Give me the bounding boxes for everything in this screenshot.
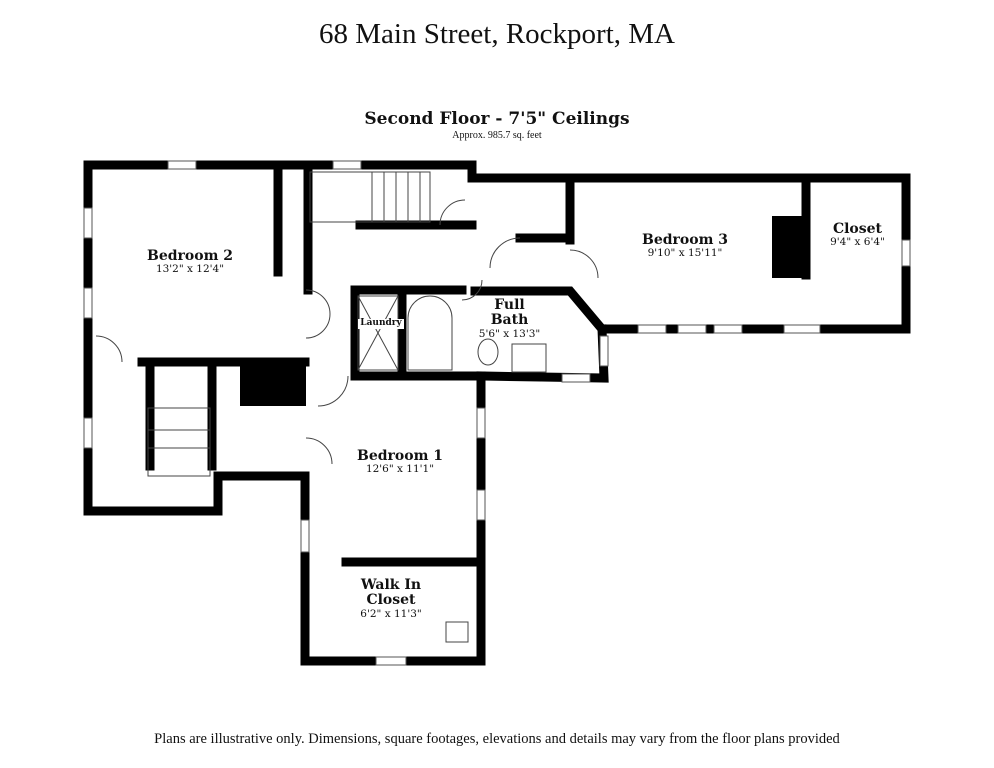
room-dims: 13'2" x 12'4": [155, 263, 225, 276]
laundry-label: Laundry: [358, 318, 404, 329]
room-name: Walk In Closet: [360, 577, 422, 609]
room-walk-in-closet: Walk In Closet 6'2" x 11'3": [356, 577, 426, 620]
room-name: Bedroom 3: [641, 232, 728, 248]
room-dims: 12'6" x 11'1": [365, 463, 435, 476]
room-closet: Closet 9'4" x 6'4": [815, 221, 900, 249]
walls: [83, 160, 911, 666]
room-dims: 5'6" x 13'3": [478, 327, 541, 340]
stairs: [95, 171, 599, 643]
floor-area: Approx. 985.7 sq. feet: [452, 130, 542, 141]
room-dims: 9'4" x 6'4": [830, 236, 885, 249]
room-name: Full Bath: [490, 297, 529, 329]
room-name: Bedroom 2: [146, 248, 233, 264]
room-dims: 9'10" x 15'11": [647, 247, 723, 260]
room-full-bath: Full Bath 5'6" x 13'3": [479, 297, 540, 340]
listing-title: 68 Main Street, Rockport, MA: [318, 18, 675, 50]
room-bedroom-3: Bedroom 3 9'10" x 15'11": [625, 232, 745, 260]
room-dims: 6'2" x 11'3": [360, 607, 422, 620]
room-bedroom-2: Bedroom 2 13'2" x 12'4": [130, 248, 250, 276]
windows: [83, 160, 911, 666]
room-name: Closet: [832, 221, 883, 237]
floor-title: Second Floor - 7'5" Ceilings: [364, 109, 630, 129]
disclaimer: Plans are illustrative only. Dimensions,…: [154, 731, 840, 747]
stairwell-block: [240, 366, 306, 406]
room-name: Bedroom 1: [356, 448, 443, 464]
chimney-block: [772, 216, 806, 278]
room-bedroom-1: Bedroom 1 12'6" x 11'1": [340, 448, 460, 476]
